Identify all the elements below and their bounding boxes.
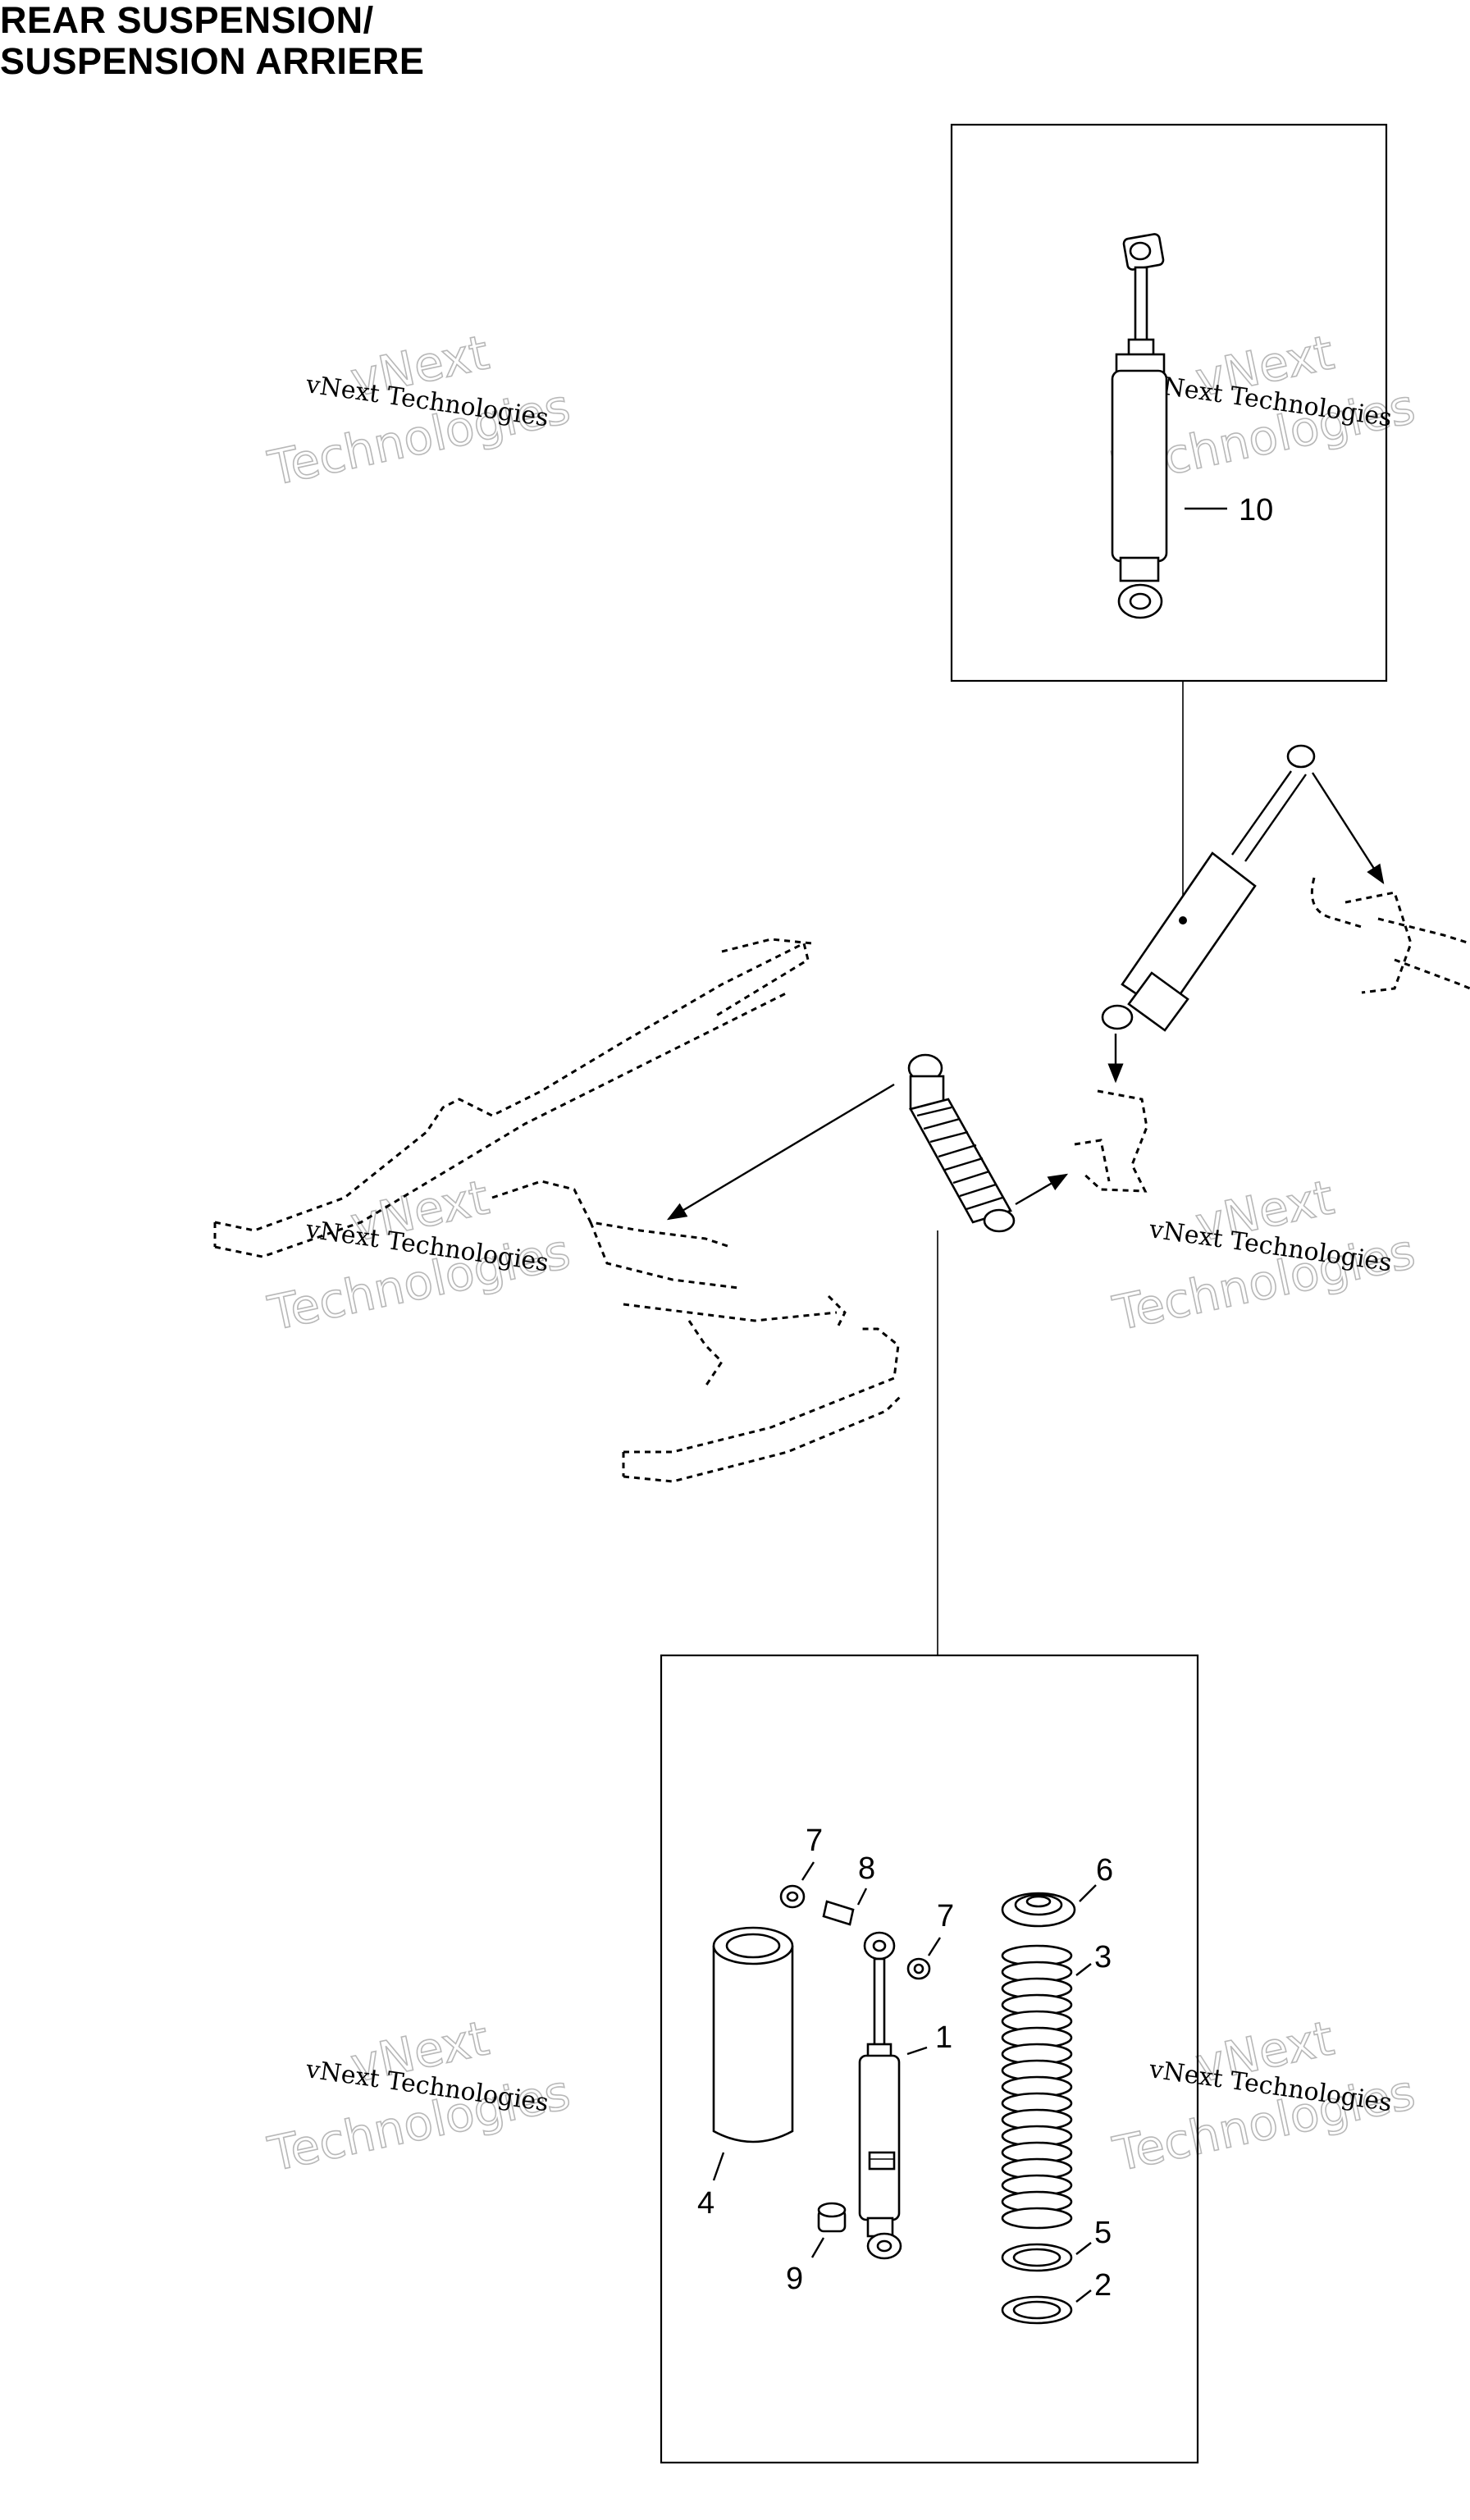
leader-8 [856, 1888, 868, 1906]
coil-spring-part-3 [1001, 1944, 1073, 2230]
title-line-french: SUSPENSION ARRIERE [0, 40, 425, 82]
leader-1 [906, 2046, 928, 2056]
callout-7a: 7 [806, 1824, 823, 1858]
leader-7b [927, 1937, 942, 1956]
leader-4 [712, 2152, 725, 2181]
pin-part-8 [822, 1900, 855, 1926]
leader-7a [801, 1861, 815, 1881]
arrow-to-rail-assembly [666, 1083, 895, 1221]
sleeve-part-4 [712, 1926, 794, 2143]
washer-part-2 [1001, 2295, 1073, 2325]
leader-3 [1075, 1963, 1092, 1976]
callout-6: 6 [1096, 1853, 1113, 1888]
frame-bracket [1310, 877, 1470, 994]
leader-5 [1075, 2242, 1092, 2255]
shock-absorber-10 [1111, 233, 1168, 619]
detail-box-top [950, 123, 1388, 682]
callout-3: 3 [1094, 1940, 1112, 1974]
leader-9 [810, 2237, 825, 2258]
washer-part-5 [1001, 2243, 1073, 2272]
callout-4: 4 [697, 2186, 714, 2221]
leader-2 [1075, 2289, 1092, 2303]
callout-10: 10 [1239, 493, 1273, 527]
page-title: REAR SUSPENSION/ SUSPENSION ARRIERE [0, 0, 424, 82]
rail-assembly [213, 938, 904, 1483]
bushing-part-7b [906, 1957, 931, 1980]
arrow-shock-to-link [1015, 1173, 1069, 1206]
title-line-english: REAR SUSPENSION/ [0, 0, 374, 41]
arrow-to-frame-bracket [1311, 772, 1385, 885]
callout-9: 9 [786, 2262, 803, 2296]
installed-shock-upper [1101, 744, 1316, 1032]
spring-seat-part-6 [1001, 1892, 1076, 1928]
detail-box-bottom [660, 1654, 1199, 2464]
callout-8: 8 [858, 1851, 875, 1886]
leader-6 [1079, 1884, 1097, 1902]
callout-1: 1 [935, 2020, 952, 2055]
shock-body-part-1 [858, 1931, 902, 2260]
bushing-part-9 [817, 2202, 847, 2233]
suspension-link [1074, 1089, 1148, 1193]
callout-2: 2 [1094, 2268, 1112, 2303]
coil-over-shock [907, 1053, 1016, 1233]
callout-7b: 7 [937, 1899, 954, 1933]
callout-5: 5 [1094, 2216, 1112, 2250]
bushing-part-7a [779, 1884, 806, 1909]
